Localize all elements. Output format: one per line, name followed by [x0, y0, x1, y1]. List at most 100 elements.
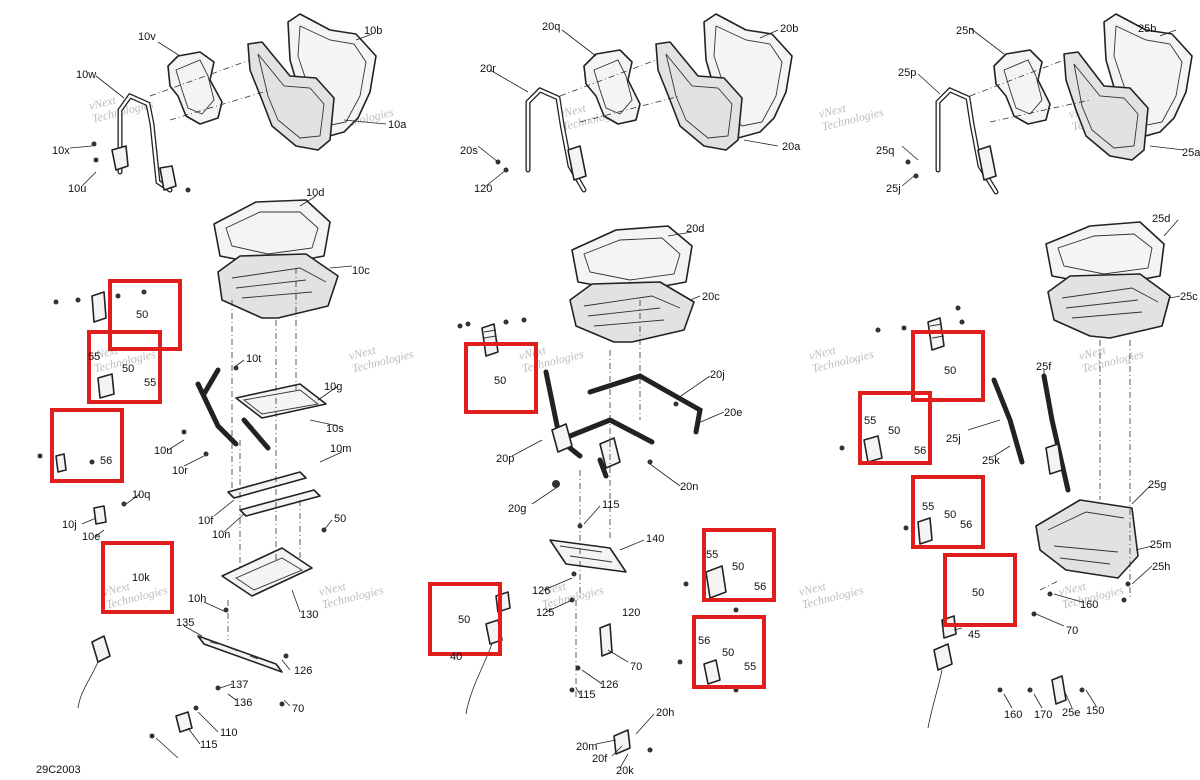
highlight-box [692, 615, 766, 689]
highlight-box [101, 541, 174, 614]
part-label: 70 [1066, 625, 1078, 637]
part-label: 10t [246, 353, 261, 365]
part-label: 126 [294, 665, 312, 677]
part-label: 170 [1034, 709, 1052, 721]
part-label: 40 [450, 651, 462, 663]
seat-cushion [213, 199, 331, 267]
part-label: 55 [88, 351, 100, 363]
part-label: 160 [1080, 599, 1098, 611]
seat-cushion [1045, 221, 1165, 287]
part-label: 10h [188, 593, 206, 605]
highlight-box [911, 330, 985, 402]
part-label: 50 [458, 614, 470, 626]
seat-belt-buckle [927, 643, 953, 729]
part-label: 10c [352, 265, 370, 277]
part-label: 50 [494, 375, 506, 387]
latch-bracket [175, 711, 193, 733]
seat-back-cushion [167, 51, 223, 125]
part-label: 20d [686, 223, 704, 235]
part-label: 20e [724, 407, 742, 419]
part-label: 56 [914, 445, 926, 457]
gas-spring-bracket [55, 291, 115, 525]
part-label: 56 [100, 455, 112, 467]
part-label: 56 [754, 581, 766, 593]
part-label: 45 [968, 629, 980, 641]
part-label: 10e [82, 531, 100, 543]
part-label: 20b [780, 23, 798, 35]
watermark-line1: vNext [347, 343, 378, 363]
part-label: 20p [496, 453, 514, 465]
part-label: 50 [122, 363, 134, 375]
seat-back-frame [247, 41, 335, 151]
highlight-box [50, 408, 124, 483]
part-label: 20c [702, 291, 720, 303]
part-label: 10n [212, 529, 230, 541]
part-label: 10w [76, 69, 96, 81]
seat-belt-buckle [77, 635, 111, 709]
part-label: 10m [330, 443, 351, 455]
part-label: 150 [1086, 705, 1104, 717]
part-label: 20q [542, 21, 560, 33]
watermark-line1: vNext [797, 579, 828, 599]
seat-back-cushion [993, 49, 1051, 125]
part-label: 125 [536, 607, 554, 619]
seat-frame [543, 369, 703, 479]
part-label: 10x [52, 145, 70, 157]
latch-bracket [599, 565, 727, 755]
part-label: 20m [576, 741, 597, 753]
part-label: 50 [732, 561, 744, 573]
part-label: 10s [326, 423, 344, 435]
part-label: 50 [972, 587, 984, 599]
part-label: 25m [1150, 539, 1171, 551]
part-label: 10f [198, 515, 214, 527]
part-label: 55 [864, 415, 876, 427]
part-label: 136 [234, 697, 252, 709]
part-label: 20s [460, 145, 478, 157]
column-1-parts [37, 13, 377, 739]
part-label: 10j [62, 519, 77, 531]
part-label: 25j [946, 433, 961, 445]
part-label: 10q [132, 489, 150, 501]
watermark-line1: vNext [87, 93, 118, 113]
part-label: 20f [592, 753, 608, 765]
seat-tray [1035, 499, 1139, 579]
watermark-line1: vNext [807, 343, 838, 363]
part-label: 126 [532, 585, 550, 597]
part-label: 120 [622, 607, 640, 619]
part-label: 10v [138, 31, 156, 43]
mounting-rail [197, 635, 283, 673]
part-label: 25h [1152, 561, 1170, 573]
leader-lines [69, 27, 1185, 769]
part-label: 25d [1152, 213, 1170, 225]
part-label: 25b [1138, 23, 1156, 35]
part-label: 70 [630, 661, 642, 673]
highlight-box [943, 553, 1017, 627]
part-label: 50 [722, 647, 734, 659]
part-label: 137 [230, 679, 248, 691]
part-label: 25n [956, 25, 974, 37]
part-label: 55 [922, 501, 934, 513]
highlight-box [702, 528, 776, 602]
part-label: 50 [944, 509, 956, 521]
part-label: 130 [300, 609, 318, 621]
part-label: 25p [898, 67, 916, 79]
part-label: 20r [480, 63, 496, 75]
part-label: 20n [680, 481, 698, 493]
part-label: 20h [656, 707, 674, 719]
watermark-line1: vNext [101, 579, 132, 599]
seat-back-cushion [583, 49, 641, 125]
part-label: 25k [982, 455, 1000, 467]
part-label: 50 [944, 365, 956, 377]
part-label: 25q [876, 145, 894, 157]
seat-base [1047, 273, 1171, 339]
seat-back-frame [1063, 51, 1149, 161]
part-label: 55 [744, 661, 756, 673]
part-label: 55 [144, 377, 156, 389]
latch-bracket [1051, 675, 1067, 705]
part-label: 25g [1148, 479, 1166, 491]
spring-assembly [481, 323, 499, 357]
part-label: 20j [710, 369, 725, 381]
